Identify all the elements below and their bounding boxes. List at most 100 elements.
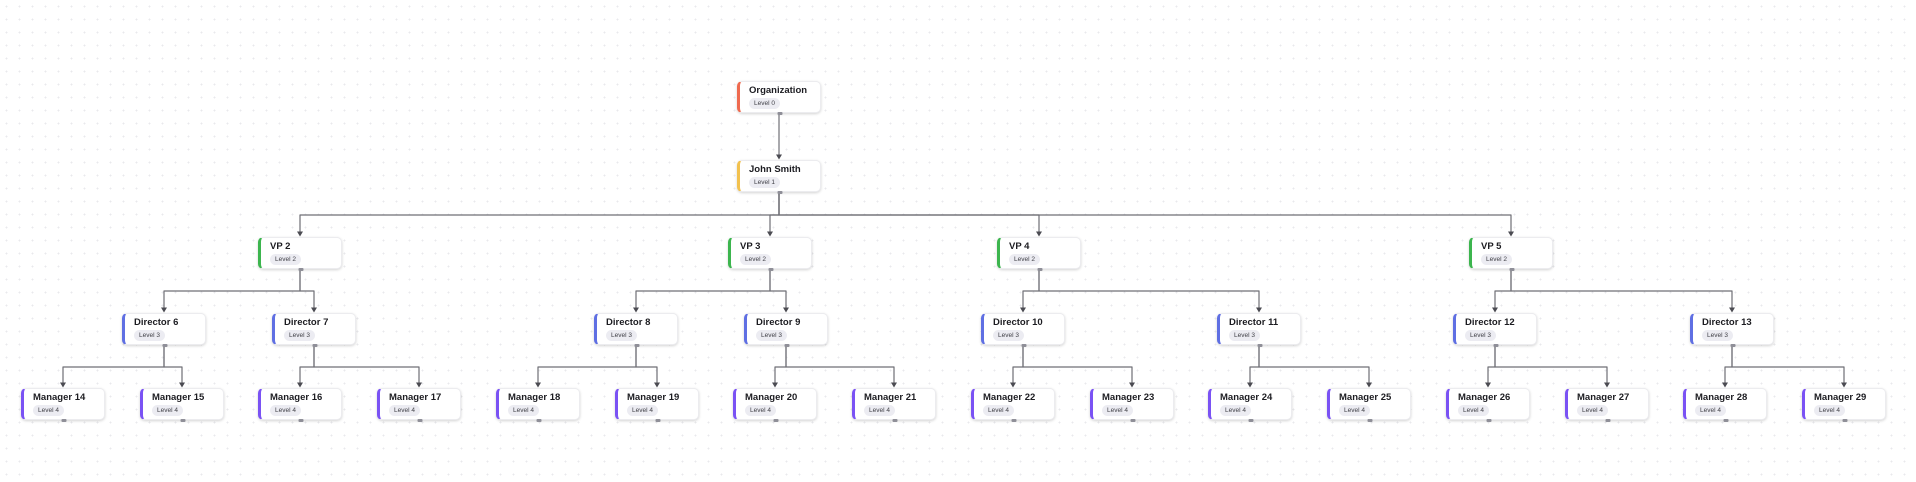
bottom-source-handle[interactable] [773, 419, 779, 422]
bottom-source-handle[interactable] [1509, 268, 1515, 271]
bottom-source-handle[interactable] [1723, 419, 1729, 422]
level-badge: Level 4 [1339, 405, 1370, 416]
bottom-source-handle[interactable] [1021, 344, 1027, 347]
edge-john-vp4 [778, 192, 1040, 233]
bottom-source-handle[interactable] [655, 419, 661, 422]
bottom-source-handle[interactable] [298, 419, 304, 422]
edge-vp5-d12 [1494, 269, 1512, 309]
bottom-source-handle[interactable] [1367, 419, 1373, 422]
edge-arrowhead [1036, 231, 1042, 237]
edge-arrowhead [767, 231, 773, 237]
bottom-source-handle[interactable] [312, 344, 318, 347]
edge-arrowhead [654, 382, 660, 388]
level-badge: Level 3 [134, 330, 165, 341]
node-title: Manager 21 [864, 393, 917, 403]
org-node-m25[interactable]: Manager 25 Level 4 [1327, 388, 1411, 422]
level-badge: Level 2 [1481, 254, 1512, 265]
edge-arrowhead [1129, 382, 1135, 388]
bottom-source-handle[interactable] [1037, 268, 1043, 271]
node-title: Manager 24 [1220, 393, 1273, 403]
node-title: VP 5 [1481, 242, 1502, 252]
edge-d6-m14 [62, 345, 165, 384]
bottom-source-handle[interactable] [298, 268, 304, 271]
bottom-source-handle[interactable] [777, 191, 783, 194]
node-title: Manager 28 [1695, 393, 1748, 403]
level-badge: Level 4 [152, 405, 183, 416]
bottom-source-handle[interactable] [536, 419, 542, 422]
edge-d7-m16 [299, 345, 315, 384]
node-title: Manager 25 [1339, 393, 1392, 403]
org-node-vp5[interactable]: VP 5 Level 2 [1469, 237, 1553, 271]
bottom-source-handle[interactable] [634, 344, 640, 347]
bottom-source-handle[interactable] [768, 268, 774, 271]
bottom-source-handle[interactable] [1011, 419, 1017, 422]
bottom-source-handle[interactable] [1730, 344, 1736, 347]
bottom-source-handle[interactable] [1605, 419, 1611, 422]
bottom-source-handle[interactable] [1130, 419, 1136, 422]
bottom-source-handle[interactable] [1842, 419, 1848, 422]
bottom-source-handle[interactable] [777, 112, 783, 115]
edge-arrowhead [311, 307, 317, 313]
bottom-source-handle[interactable] [1248, 419, 1254, 422]
level-badge: Level 3 [1702, 330, 1733, 341]
level-badge: Level 4 [270, 405, 301, 416]
bottom-source-handle[interactable] [180, 419, 186, 422]
bottom-source-handle[interactable] [417, 419, 423, 422]
bottom-source-handle[interactable] [1493, 344, 1499, 347]
level-badge: Level 4 [864, 405, 895, 416]
bottom-source-handle[interactable] [61, 419, 67, 422]
edge-arrowhead [60, 382, 66, 388]
bottom-source-handle[interactable] [162, 344, 168, 347]
level-badge: Level 4 [983, 405, 1014, 416]
edge-arrowhead [416, 382, 422, 388]
edge-arrowhead [1256, 307, 1262, 313]
bottom-source-handle[interactable] [892, 419, 898, 422]
edge-d11-m24 [1249, 345, 1260, 384]
edge-vp4-d11 [1038, 269, 1260, 309]
edge-vp2-d6 [163, 269, 301, 309]
level-badge: Level 4 [627, 405, 658, 416]
edge-arrowhead [633, 307, 639, 313]
edge-john-vp2 [299, 192, 780, 233]
level-badge: Level 4 [508, 405, 539, 416]
node-title: Manager 27 [1577, 393, 1630, 403]
level-badge: Level 3 [1465, 330, 1496, 341]
level-badge: Level 4 [1102, 405, 1133, 416]
edge-arrowhead [1492, 307, 1498, 313]
edge-d12-m27 [1494, 345, 1608, 384]
bottom-source-handle[interactable] [1486, 419, 1492, 422]
edge-arrowhead [772, 382, 778, 388]
org-node-m21[interactable]: Manager 21 Level 4 [852, 388, 936, 422]
bottom-source-handle[interactable] [1257, 344, 1263, 347]
bottom-source-handle[interactable] [784, 344, 790, 347]
